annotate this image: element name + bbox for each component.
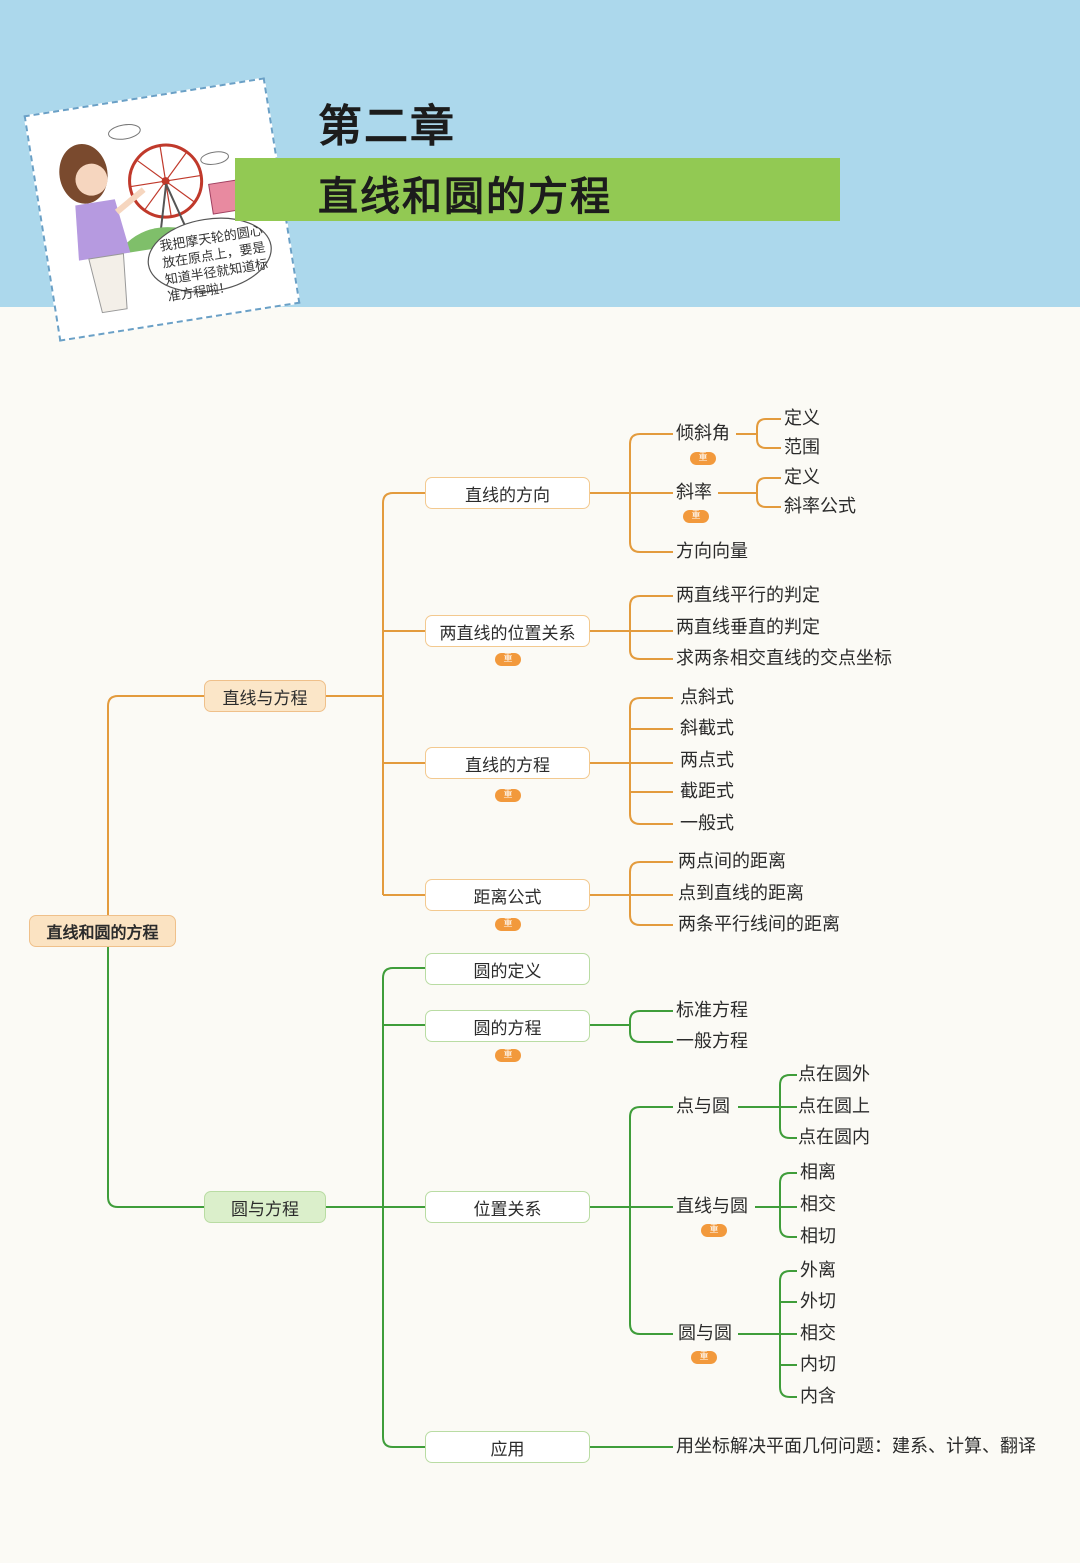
key-badge: 重: [683, 510, 709, 523]
node-circle-branch: 圆与方程: [204, 1191, 326, 1223]
leaf-direction-vector: 方向向量: [676, 541, 748, 562]
leaf-line-intersect: 相交: [800, 1194, 836, 1215]
leaf-slope-intercept: 斜截式: [680, 718, 734, 739]
leaf-inclination-definition: 定义: [784, 408, 820, 429]
node-line-direction: 直线的方向: [425, 477, 590, 509]
key-badge: 重: [691, 1351, 717, 1364]
leaf-circles-external-tangent: 外切: [800, 1291, 836, 1312]
leaf-general-equation: 一般方程: [676, 1031, 748, 1052]
leaf-point-line-distance: 点到直线的距离: [678, 883, 804, 904]
leaf-slope-definition: 定义: [784, 467, 820, 488]
leaf-circles-contained: 内含: [800, 1386, 836, 1407]
ferris-wheel-illustration: [59, 124, 272, 314]
key-badge: 重: [701, 1224, 727, 1237]
key-badge: 重: [690, 452, 716, 465]
key-badge: 重: [495, 653, 521, 666]
leaf-inclination-range: 范围: [784, 437, 820, 458]
leaf-point-inside: 点在圆内: [798, 1127, 870, 1148]
leaf-circles-separate: 外离: [800, 1260, 836, 1281]
leaf-intersection-point: 求两条相交直线的交点坐标: [676, 648, 892, 669]
leaf-parallel-lines-distance: 两条平行线间的距离: [678, 914, 840, 935]
leaf-intercept: 截距式: [680, 781, 734, 802]
chapter-label: 第二章: [318, 101, 456, 152]
leaf-perpendicular-test: 两直线垂直的判定: [676, 617, 820, 638]
leaf-point-on: 点在圆上: [798, 1096, 870, 1117]
leaf-point-outside: 点在圆外: [798, 1064, 870, 1085]
leaf-circles-internal-tangent: 内切: [800, 1354, 836, 1375]
leaf-point-slope: 点斜式: [680, 687, 734, 708]
leaf-parallel-test: 两直线平行的判定: [676, 585, 820, 606]
leaf-slope-formula: 斜率公式: [784, 496, 856, 517]
node-line-equation: 直线的方程: [425, 747, 590, 779]
root-node: 直线和圆的方程: [29, 915, 176, 947]
leaf-general-form: 一般式: [680, 813, 734, 834]
node-circle-definition: 圆的定义: [425, 953, 590, 985]
leaf-circles-intersect: 相交: [800, 1323, 836, 1344]
leaf-two-point: 两点式: [680, 750, 734, 771]
key-badge: 重: [495, 789, 521, 802]
node-distance: 距离公式: [425, 879, 590, 911]
leaf-inclination: 倾斜角: [676, 423, 730, 444]
leaf-circle-and-circle: 圆与圆: [678, 1323, 732, 1344]
leaf-standard-equation: 标准方程: [676, 1000, 748, 1021]
leaf-line-and-circle: 直线与圆: [676, 1196, 748, 1217]
leaf-point-and-circle: 点与圆: [676, 1096, 730, 1117]
key-badge: 重: [495, 1049, 521, 1062]
leaf-application-detail: 用坐标解决平面几何问题：建系、计算、翻译: [676, 1436, 1036, 1457]
node-application: 应用: [425, 1431, 590, 1463]
node-line-branch: 直线与方程: [204, 680, 326, 712]
illustration-card: 我把摩天轮的圆心 放在原点上，要是 知道半径就知道标 准方程啦!: [23, 77, 301, 342]
title-bar: [235, 158, 840, 221]
chapter-title: 直线和圆的方程: [318, 174, 612, 220]
node-circle-equation: 圆的方程: [425, 1010, 590, 1042]
leaf-line-separate: 相离: [800, 1162, 836, 1183]
node-circle-relation: 位置关系: [425, 1191, 590, 1223]
node-line-position: 两直线的位置关系: [425, 615, 590, 647]
leaf-two-point-distance: 两点间的距离: [678, 851, 786, 872]
leaf-slope: 斜率: [676, 482, 712, 503]
leaf-line-tangent: 相切: [800, 1226, 836, 1247]
key-badge: 重: [495, 918, 521, 931]
